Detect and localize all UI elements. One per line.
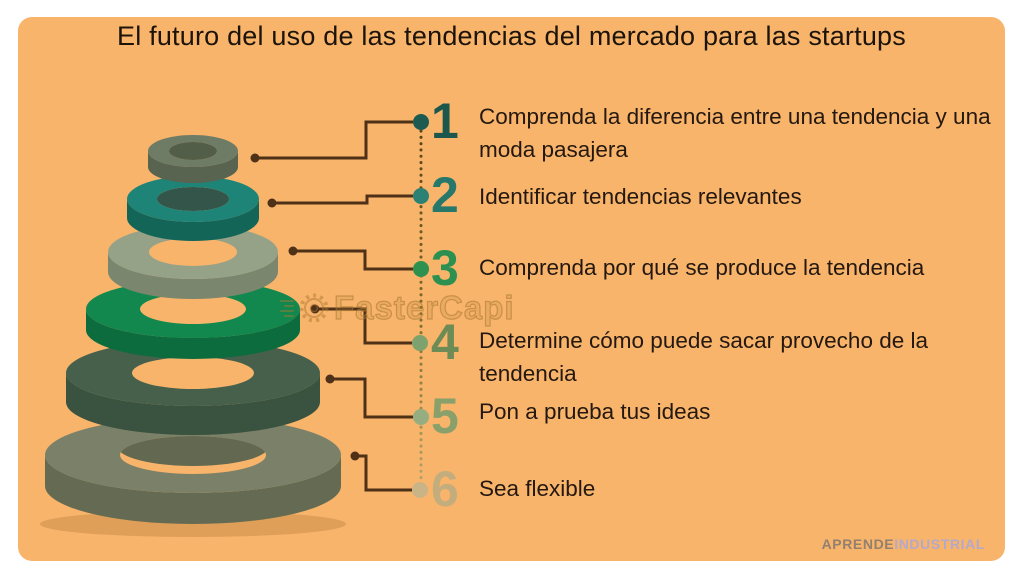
step-4-number: 4 <box>431 314 459 370</box>
step-2-label: Identificar tendencias relevantes <box>479 184 802 209</box>
step-6-number: 6 <box>431 461 459 517</box>
step-4-label: Determine cómo puede sacar provecho de l… <box>479 328 929 386</box>
footer-brand-primary: APRENDE <box>821 536 895 552</box>
ring-5 <box>66 340 320 435</box>
ring-4 <box>85 279 300 359</box>
step-5-number: 5 <box>431 388 459 444</box>
step-1-dot <box>413 114 429 130</box>
page-title: El futuro del uso de las tendencias del … <box>117 21 906 51</box>
step-6-dot <box>412 482 428 498</box>
connector-1-ring-dot <box>250 153 260 163</box>
step-2-number: 2 <box>431 167 459 223</box>
connector-5-ring-dot <box>325 374 335 384</box>
connector-4-ring-dot <box>310 304 320 314</box>
ring-6-bottom <box>45 417 341 524</box>
ring-3 <box>108 225 278 299</box>
step-3-label: Comprenda por qué se produce la tendenci… <box>479 255 925 280</box>
connector-4 <box>310 304 412 345</box>
step-3-number: 3 <box>431 240 459 296</box>
footer-brand-secondary: INDUSTRIAL <box>894 536 985 552</box>
step-2-dot <box>413 188 429 204</box>
step-5-label: Pon a prueba tus ideas <box>479 399 711 424</box>
connector-3 <box>288 246 413 271</box>
connector-2 <box>267 194 413 208</box>
ring-1-top <box>148 135 238 183</box>
footer-logo: APRENDEINDUSTRIAL <box>822 536 985 552</box>
step-6-label: Sea flexible <box>479 476 596 501</box>
step-1-label: Comprenda la diferencia entre una tenden… <box>479 104 991 162</box>
ring-2 <box>127 176 259 241</box>
connector-6 <box>350 451 412 492</box>
connector-1 <box>250 120 413 163</box>
connector-6-ring-dot <box>350 451 360 461</box>
step-3-dot <box>413 261 429 277</box>
connector-5 <box>325 374 413 419</box>
step-5-dot <box>413 409 429 425</box>
connector-3-ring-dot <box>288 246 298 256</box>
step-4-dot <box>412 335 428 351</box>
connector-2-ring-dot <box>267 198 277 208</box>
step-1-number: 1 <box>431 93 459 149</box>
